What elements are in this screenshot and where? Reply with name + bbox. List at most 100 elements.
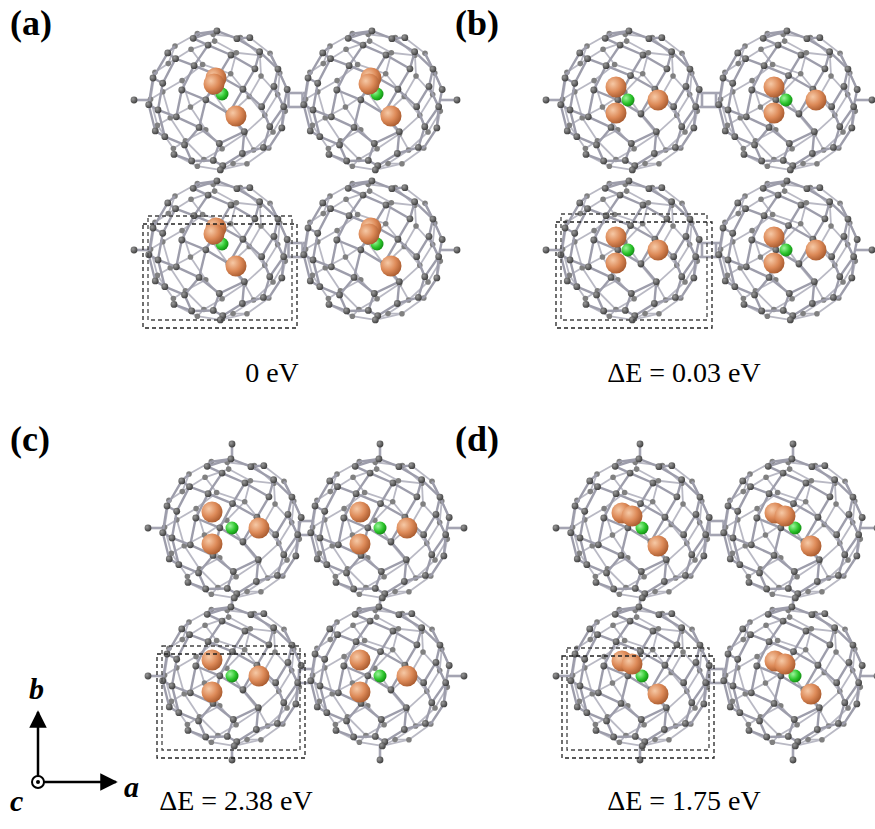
- unit-cell: [556, 222, 712, 328]
- carbon-atom: [584, 205, 591, 212]
- carbon-atom: [152, 128, 159, 135]
- carbon-bond: [733, 209, 746, 234]
- carbon-atom: [205, 42, 212, 49]
- carbon-atom: [640, 52, 647, 59]
- carbon-atom: [193, 506, 199, 512]
- cage-front: [715, 28, 860, 174]
- carbon-bond: [340, 127, 355, 144]
- carbon-atom: [608, 274, 615, 281]
- carbon-atom: [178, 237, 185, 244]
- carbon-bond: [190, 518, 195, 545]
- carbon-bond: [605, 31, 629, 38]
- carbon-bond: [830, 55, 831, 76]
- carbon-atom: [200, 62, 206, 68]
- carbon-bond: [728, 83, 733, 110]
- carbon-bond: [635, 153, 655, 165]
- carbon-atom: [188, 158, 195, 165]
- green-atom: [622, 94, 635, 107]
- carbon-bond: [223, 303, 243, 315]
- carbon-atom: [692, 253, 699, 260]
- carbon-atom: [150, 225, 157, 232]
- carbon-atom: [826, 48, 833, 55]
- carbon-atom: [196, 274, 203, 281]
- orange-atom: [648, 90, 669, 111]
- carbon-atom: [780, 157, 787, 164]
- carbon-bond: [243, 542, 258, 560]
- carbon-bond: [318, 59, 331, 84]
- carbon-bond: [340, 291, 358, 310]
- carbon-bond: [611, 127, 631, 143]
- carbon-bond: [789, 282, 814, 294]
- carbon-atom: [796, 110, 803, 117]
- carbon-bond: [304, 78, 308, 105]
- carbon-atom: [161, 133, 168, 140]
- carbon-atom: [205, 192, 212, 199]
- carbon-atom: [328, 113, 335, 120]
- carbon-bond: [158, 110, 165, 137]
- carbon-atom: [770, 62, 776, 68]
- carbon-bond: [257, 497, 269, 517]
- interior: [204, 68, 247, 127]
- carbon-bond: [789, 205, 801, 226]
- orange-atom: [606, 103, 627, 124]
- carbon-bond: [348, 31, 372, 38]
- carbon-atom: [787, 167, 794, 174]
- carbon-atom: [816, 184, 823, 191]
- carbon-bond: [349, 45, 363, 66]
- carbon-atom: [672, 144, 679, 151]
- carbon-bond: [424, 128, 437, 148]
- carbon-atom: [668, 198, 675, 205]
- carbon-atom: [430, 66, 437, 73]
- carbon-atom: [869, 97, 875, 104]
- carbon-atom: [228, 71, 234, 77]
- carbon-bond: [337, 66, 349, 90]
- carbon-bond: [672, 202, 690, 219]
- carbon-atom: [758, 197, 764, 203]
- carbon-atom: [583, 301, 590, 308]
- carbon-atom: [786, 140, 793, 147]
- carbon-bond: [641, 264, 656, 282]
- carbon-bond: [337, 90, 361, 100]
- carbon-bond: [331, 267, 354, 278]
- carbon-atom: [209, 591, 215, 597]
- carbon-atom: [360, 192, 367, 199]
- carbon-bond: [243, 89, 262, 106]
- carbon-bond: [728, 110, 735, 137]
- carbon-bond: [331, 240, 336, 267]
- carbon-atom: [562, 75, 569, 82]
- carbon-bond: [417, 86, 429, 106]
- carbon-bond: [415, 55, 416, 76]
- carbon-bond: [733, 59, 746, 84]
- carbon-bond: [674, 86, 686, 106]
- carbon-bond: [249, 97, 265, 116]
- carbon-bond: [723, 53, 738, 78]
- carbon-atom: [840, 279, 846, 285]
- carbon-atom: [374, 296, 380, 302]
- carbon-atom: [715, 251, 722, 258]
- carbon-atom: [212, 38, 218, 44]
- carbon-bond: [329, 304, 352, 316]
- carbon-atom: [811, 128, 818, 135]
- carbon-bond: [199, 100, 206, 128]
- carbon-atom: [395, 86, 402, 93]
- carbon-bond: [832, 236, 844, 256]
- carbon-atom: [840, 129, 846, 135]
- carbon-atom: [239, 300, 246, 307]
- carbon-atom: [583, 146, 589, 152]
- carbon-bond: [597, 291, 615, 310]
- carbon-atom: [355, 62, 361, 68]
- carbon-bond: [189, 462, 211, 474]
- carbon-atom: [284, 236, 291, 243]
- carbon-atom: [343, 47, 349, 53]
- carbon-atom: [171, 296, 177, 302]
- carbon-atom: [585, 113, 592, 120]
- carbon-atom: [314, 230, 321, 237]
- carbon-bond: [764, 66, 788, 76]
- carbon-atom: [190, 185, 197, 192]
- carbon-bond: [606, 66, 630, 76]
- carbon-bond: [681, 278, 694, 298]
- carbon-atom: [179, 228, 185, 234]
- carbon-atom: [300, 101, 307, 108]
- carbon-atom: [696, 236, 703, 243]
- carbon-bond: [587, 184, 609, 196]
